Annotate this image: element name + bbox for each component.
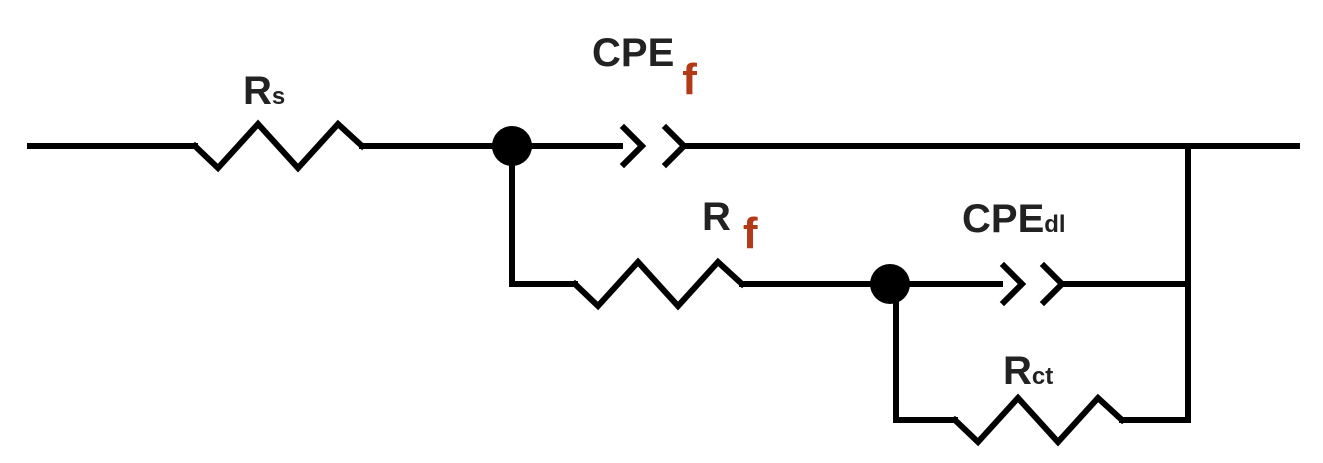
top-branch [27, 119, 1300, 173]
cpe-dl-label: CPEdl [962, 197, 1066, 241]
rs-label: Rs [243, 69, 285, 113]
junction-node-2 [870, 264, 910, 304]
rct-resistor [950, 393, 1127, 447]
cpe-f-plate-left [619, 123, 647, 169]
cpe-f-label: CPE f [592, 31, 697, 104]
wire-node1-down [509, 143, 578, 287]
rf-resistor [570, 257, 747, 311]
wire-node2-down [893, 281, 958, 423]
rct-label: Rct [1003, 349, 1053, 393]
rf-label: R f [702, 195, 758, 258]
cpe-dl-plate-left [999, 261, 1027, 307]
rs-resistor [190, 119, 367, 173]
